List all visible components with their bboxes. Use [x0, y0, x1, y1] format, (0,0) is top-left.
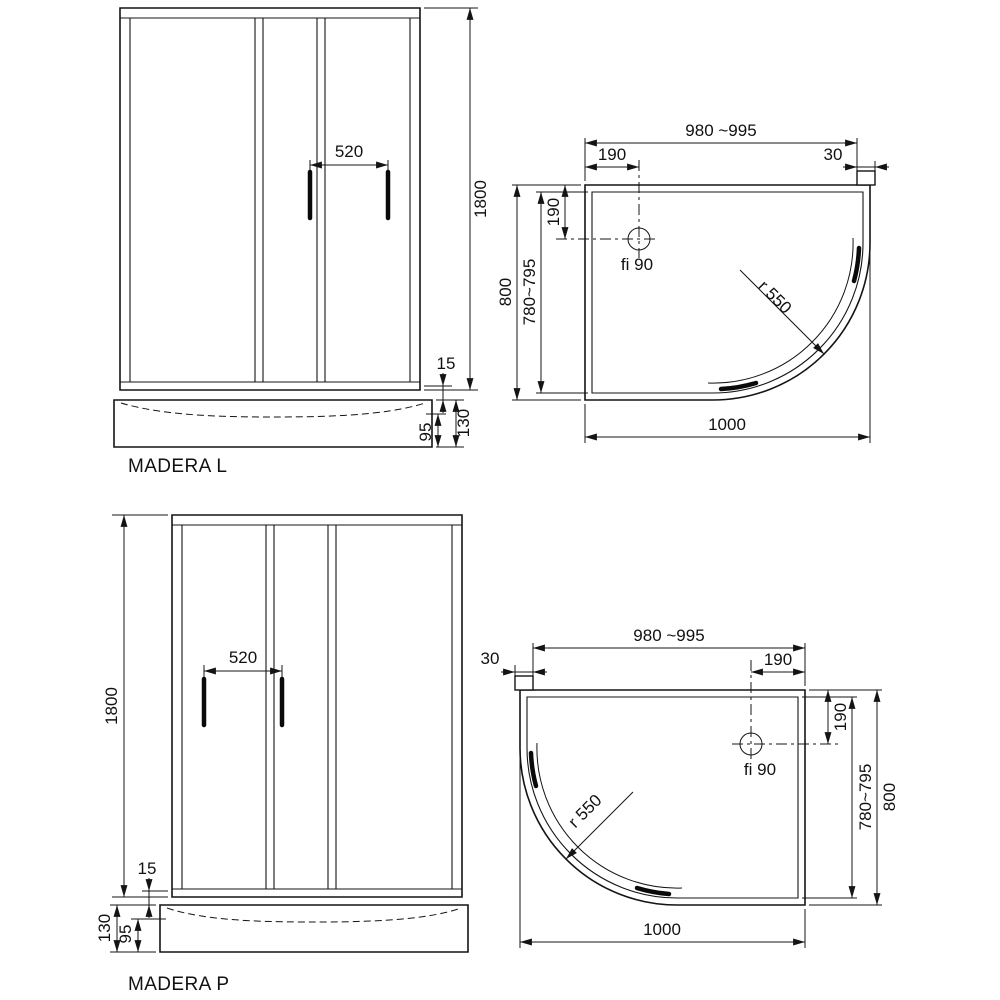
door-frame-outline — [119, 7, 421, 391]
dim-frame-lip: 15 — [437, 354, 456, 373]
model-label: MADERA L — [128, 456, 227, 477]
tray-plan-inner — [591, 191, 864, 394]
wall-profile-tab — [514, 675, 534, 691]
dim-frame-lip: 15 — [138, 859, 157, 878]
dim-tray-height: 130 — [95, 914, 114, 942]
dim-height: 1800 — [102, 687, 121, 725]
door-arc-handles — [718, 245, 862, 392]
dim-door-width: 520 — [229, 648, 257, 667]
dim-drain-offset-x: 190 — [764, 650, 792, 669]
madera-l-plan-view: 980 ~995 30 190 190 800 780~795 r 550 fi… — [496, 121, 889, 443]
dim-door-width: 520 — [335, 142, 363, 161]
tray-rim-dashed — [120, 402, 426, 418]
tray-front-outline — [113, 399, 433, 448]
dim-width-total: 1000 — [708, 415, 746, 434]
model-label: MADERA P — [128, 974, 229, 995]
radius-leader-line — [565, 791, 634, 860]
dim-drain-diameter: fi 90 — [621, 255, 653, 274]
madera-l-front-view: 1800 520 15 130 95 MADERA L — [113, 7, 490, 477]
door-frame-outline — [171, 514, 463, 898]
drain-centerlines — [732, 660, 838, 763]
dim-tray-height: 130 — [454, 409, 473, 437]
drain-centerlines — [556, 160, 658, 258]
tray-plan-outline — [584, 184, 871, 401]
dim-tray-inner-height: 95 — [116, 925, 135, 944]
extension-lines — [110, 514, 283, 953]
extension-lines — [309, 7, 478, 448]
tray-plan-inner — [526, 696, 799, 899]
dim-width-total: 1000 — [643, 920, 681, 939]
dim-profile-width: 30 — [824, 145, 843, 164]
dim-depth-adjust: 780~795 — [520, 259, 539, 326]
dim-width-adjust: 980 ~995 — [685, 121, 756, 140]
wall-profile-tab — [856, 170, 876, 186]
extension-lines — [514, 643, 882, 948]
dim-width-adjust: 980 ~995 — [633, 626, 704, 645]
door-handles — [201, 676, 285, 728]
door-frame-lines — [172, 524, 462, 890]
dim-tray-inner-height: 95 — [416, 423, 435, 442]
tray-front-outline — [159, 904, 469, 953]
dim-depth: 800 — [880, 783, 899, 811]
door-frame-lines — [120, 17, 420, 383]
dim-depth: 800 — [496, 278, 515, 306]
madera-p-plan-view: 980 ~995 30 190 190 780~795 800 r 550 fi… — [481, 626, 899, 948]
door-arc-handles — [528, 750, 672, 897]
dim-corner-radius: r 550 — [754, 277, 795, 318]
radius-leader-line — [739, 269, 825, 355]
dim-drain-offset-y: 190 — [544, 198, 563, 226]
dim-drain-diameter: fi 90 — [744, 760, 776, 779]
door-handles — [307, 169, 391, 221]
extension-lines — [512, 138, 876, 443]
dim-drain-offset-x: 190 — [598, 145, 626, 164]
dim-height: 1800 — [471, 180, 490, 218]
dim-drain-offset-y: 190 — [831, 703, 850, 731]
dim-depth-adjust: 780~795 — [856, 764, 875, 831]
tray-rim-dashed — [166, 907, 462, 923]
dim-profile-width: 30 — [481, 649, 500, 668]
tray-plan-outline — [519, 689, 806, 906]
madera-p-front-view: 1800 520 15 130 95 MADERA P — [95, 514, 469, 995]
